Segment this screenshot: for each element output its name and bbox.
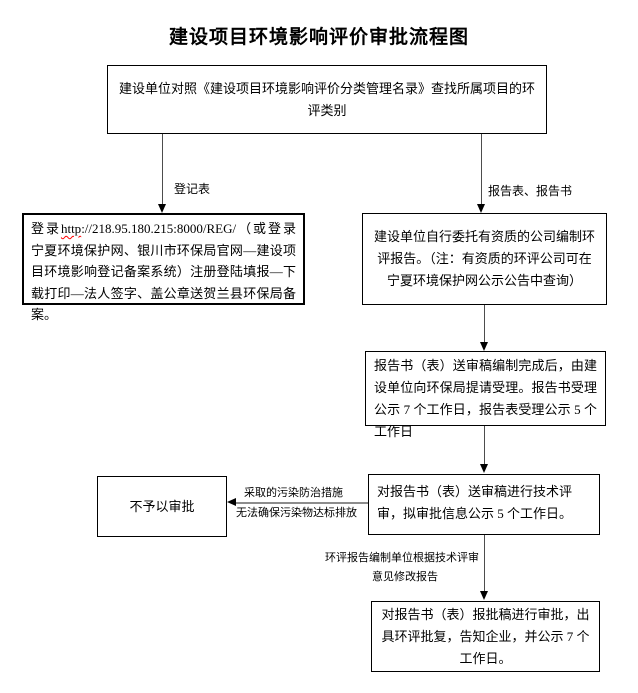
arrowhead-down-icon <box>480 342 488 351</box>
connector-review-to-reject <box>235 502 368 504</box>
node-register-rest: ://218.95.180.215:8000/REG/（或登录宁夏环境保护网、银… <box>31 221 296 322</box>
node-accept: 报告书（表）送审稿编制完成后，由建设单位向环保局提请受理。报告书受理公示 7 个… <box>365 351 606 439</box>
node-classify: 建设单位对照《建设项目环境影响评价分类管理名录》查找所属项目的环评类别 <box>107 65 547 134</box>
node-review-text: 对报告书（表）送审稿进行技术评审，拟审批信息公示 5 个工作日。 <box>377 484 573 521</box>
node-entrust: 建设单位自行委托有资质的公司编制环评报告。（注：有资质的环评公司可在宁夏环境保护… <box>362 213 607 305</box>
page-title: 建设项目环境影响评价审批流程图 <box>168 27 469 48</box>
node-accept-text: 报告书（表）送审稿编制完成后，由建设单位向环保局提请受理。报告书受理公示 7 个… <box>374 358 597 439</box>
node-approve-text: 对报告书（表）报批稿进行审批，出具环评批复，告知企业，并公示 7 个工作日。 <box>381 606 590 666</box>
branch-label-report-forms: 报告表、报告书 <box>488 184 573 198</box>
node-approve: 对报告书（表）报批稿进行审批，出具环评批复，告知企业，并公示 7 个工作日。 <box>371 601 600 672</box>
node-register-prefix: 登录 <box>31 221 61 236</box>
node-register: 登录http://218.95.180.215:8000/REG/（或登录宁夏环… <box>22 213 305 322</box>
arrowhead-down-icon <box>480 591 488 600</box>
node-reject-text: 不予以审批 <box>129 498 195 514</box>
connector-entrust-to-accept <box>484 305 485 343</box>
reject-reason-line2: 无法确保污染物达标排放 <box>236 507 357 519</box>
branch-label-registration-form: 登记表 <box>174 182 211 196</box>
connector-classify-to-register <box>162 134 163 205</box>
connector-classify-to-entrust <box>481 134 482 205</box>
connector-review-to-approve <box>484 535 485 592</box>
revise-label-line1: 环评报告编制单位根据技术评审 <box>325 552 479 564</box>
arrowhead-down-icon <box>158 204 166 213</box>
arrowhead-down-icon <box>480 464 488 473</box>
node-classify-text: 建设单位对照《建设项目环境影响评价分类管理名录》查找所属项目的环评类别 <box>118 80 535 118</box>
node-entrust-text: 建设单位自行委托有资质的公司编制环评报告。（注：有资质的环评公司可在宁夏环境保护… <box>373 229 595 288</box>
connector-accept-to-review <box>484 426 485 465</box>
node-reject: 不予以审批 <box>97 476 227 537</box>
arrowhead-left-icon <box>227 498 236 506</box>
revise-label-line2: 意见修改报告 <box>372 571 438 583</box>
reject-reason-line1: 采取的污染防治措施 <box>244 487 343 499</box>
node-review: 对报告书（表）送审稿进行技术评审，拟审批信息公示 5 个工作日。 <box>368 474 600 535</box>
node-register-http-misspelled: http <box>60 221 82 236</box>
arrowhead-down-icon <box>477 204 485 213</box>
